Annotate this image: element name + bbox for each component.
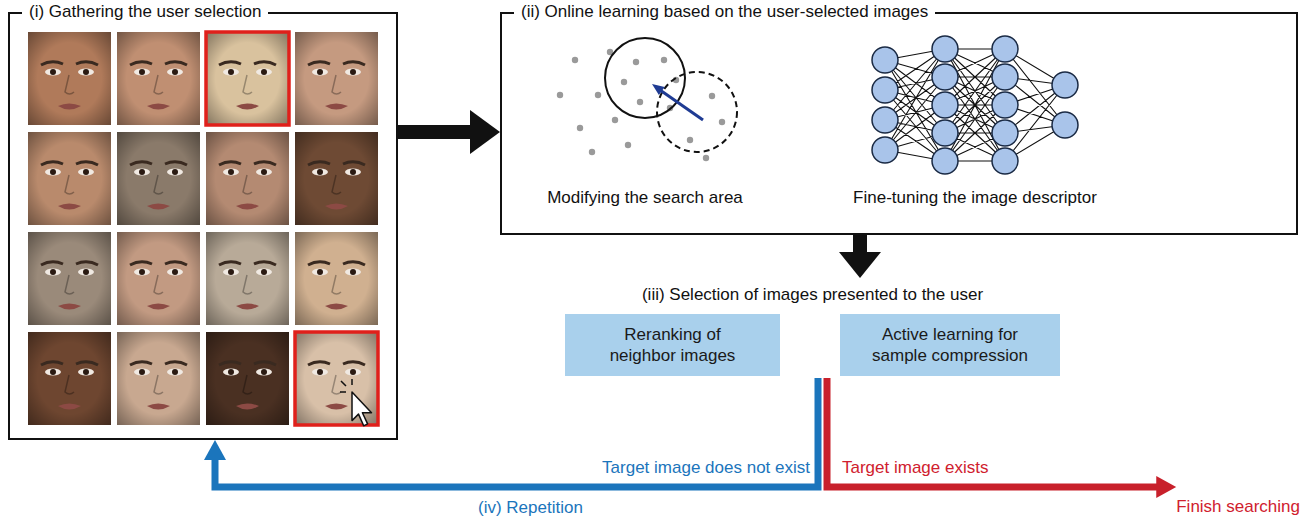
flow-arrow — [839, 235, 881, 278]
figure-caption: Modifying the search area — [547, 188, 743, 207]
network-neurons — [872, 36, 1078, 174]
label-box: (iv) Repetition — [478, 498, 583, 518]
face-photo — [28, 32, 111, 125]
arrow-head — [1156, 476, 1176, 498]
flow-arrow — [827, 378, 1176, 498]
sample-dot — [595, 92, 601, 98]
sample-dot — [687, 137, 693, 143]
panel-box: (i) Gathering the user selection — [8, 12, 398, 440]
annotation-text: (iv) Repetition — [478, 498, 583, 517]
previous-search-circle — [657, 72, 737, 152]
sample-dot — [703, 155, 709, 161]
neuron — [932, 92, 958, 118]
panel-heading: (ii) Online learning based on the user-s… — [514, 2, 935, 22]
neuron — [932, 64, 958, 90]
sample-dot — [589, 149, 595, 155]
neuron — [1052, 112, 1078, 138]
face-grid — [28, 32, 378, 426]
neuron — [872, 47, 898, 73]
face-photo — [117, 32, 200, 125]
mouse-cursor — [352, 392, 372, 426]
box-text: Reranking of neighbor images — [593, 324, 752, 366]
sample-dot — [625, 142, 631, 148]
network-links — [885, 49, 1065, 161]
neuron — [992, 36, 1018, 62]
selection-frame — [295, 332, 378, 425]
sample-dot — [719, 119, 725, 125]
neural-network-figure — [872, 36, 1078, 174]
arrow-shaft — [215, 378, 818, 487]
neuron — [932, 36, 958, 62]
stage-group: (iii) Selection of images presented to t… — [560, 278, 1065, 378]
face-photo — [206, 332, 289, 425]
group-heading: (iii) Selection of images presented to t… — [560, 278, 1065, 305]
sample-dot — [709, 93, 715, 99]
label-box: Modifying the search area — [525, 188, 765, 208]
face-photo — [295, 332, 378, 425]
arrow-head — [204, 440, 226, 460]
face-photo — [117, 132, 200, 225]
shift-arrow-head — [652, 84, 665, 95]
figure-caption: Fine-tuning the image descriptor — [853, 188, 1097, 207]
face-photo — [295, 32, 378, 125]
shift-arrow — [660, 90, 703, 120]
face-photo — [295, 232, 378, 325]
face-photo — [206, 132, 289, 225]
sample-dot — [621, 79, 627, 85]
flow-arrow — [204, 378, 818, 487]
click-marks — [340, 379, 352, 392]
search-area-figure — [557, 38, 737, 161]
face-photo — [28, 332, 111, 425]
neuron — [992, 120, 1018, 146]
end-text: Finish searching — [1176, 497, 1300, 517]
edge-label-box: Target image does not exist — [602, 458, 810, 478]
search-circle — [605, 38, 685, 118]
edge-label: Target image does not exist — [602, 458, 810, 477]
face-photo — [28, 132, 111, 225]
sample-dot — [637, 99, 643, 105]
neuron — [992, 92, 1018, 118]
face-photo — [117, 332, 200, 425]
sample-dot — [572, 57, 578, 63]
face-photo — [28, 232, 111, 325]
label-box: Fine-tuning the image descriptor — [825, 188, 1125, 208]
edge-label-box: Target image exists — [842, 458, 988, 478]
neuron — [932, 120, 958, 146]
arrow-shaft — [827, 378, 1159, 487]
edge-label: Target image exists — [842, 458, 988, 477]
process-box: Active learning for sample compression — [840, 314, 1060, 376]
face-photo — [206, 32, 289, 125]
arrow-head — [470, 110, 500, 154]
arrow-head — [839, 252, 881, 278]
neuron — [1052, 72, 1078, 98]
face-photo — [117, 232, 200, 325]
sample-dot — [612, 117, 618, 123]
face-photo — [295, 132, 378, 225]
flow-arrow — [398, 110, 500, 154]
sample-dot — [557, 92, 563, 98]
neuron — [932, 148, 958, 174]
neuron — [872, 107, 898, 133]
neuron — [872, 137, 898, 163]
neuron — [872, 77, 898, 103]
panel-heading: (i) Gathering the user selection — [22, 2, 268, 22]
sample-dot — [577, 125, 583, 131]
neuron — [992, 64, 1018, 90]
process-box: Reranking of neighbor images — [565, 314, 780, 376]
neuron — [992, 148, 1018, 174]
box-text: Active learning for sample compression — [868, 324, 1032, 366]
arrow-shaft — [398, 125, 475, 139]
end-node: Finish searching — [1176, 478, 1300, 517]
face-photo — [206, 232, 289, 325]
sample-dot — [633, 59, 639, 65]
selection-frame — [206, 32, 289, 125]
sample-dot — [661, 57, 667, 63]
